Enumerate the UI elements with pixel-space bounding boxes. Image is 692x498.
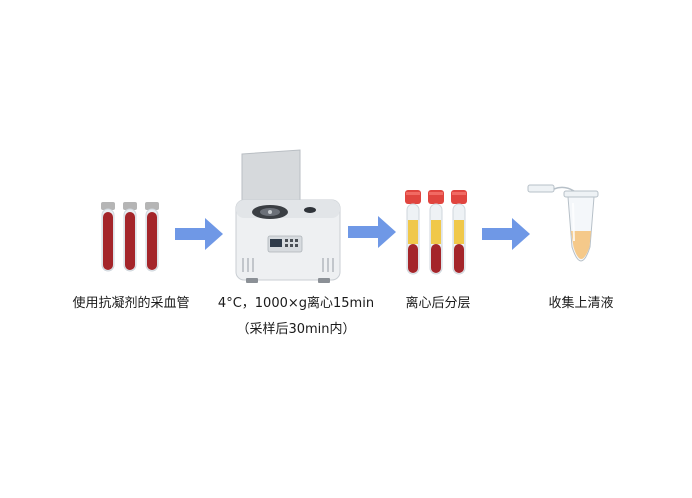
step-4-label: 收集上清液 bbox=[548, 296, 614, 311]
right-arrow-icon bbox=[482, 218, 530, 250]
step-2-label: 4°C，1000×g离心15min bbox=[217, 296, 375, 311]
blood-tube-1 bbox=[101, 202, 115, 272]
right-arrow-icon bbox=[348, 216, 396, 248]
microtube-icon bbox=[527, 184, 599, 262]
blood-tube-3 bbox=[145, 202, 159, 272]
separated-tube-1 bbox=[405, 190, 421, 275]
step-3-label: 离心后分层 bbox=[405, 296, 471, 311]
blood-tube-2 bbox=[123, 202, 137, 272]
blood-tube-icon bbox=[101, 202, 159, 272]
separated-tube-3 bbox=[451, 190, 467, 275]
step-2-sublabel: （采样后30min内） bbox=[236, 322, 356, 337]
separated-tube-icon bbox=[405, 190, 467, 275]
right-arrow-icon bbox=[175, 218, 223, 250]
step-1-label: 使用抗凝剂的采血管 bbox=[72, 296, 190, 311]
separated-tube-2 bbox=[428, 190, 444, 275]
centrifuge-icon bbox=[235, 149, 341, 283]
